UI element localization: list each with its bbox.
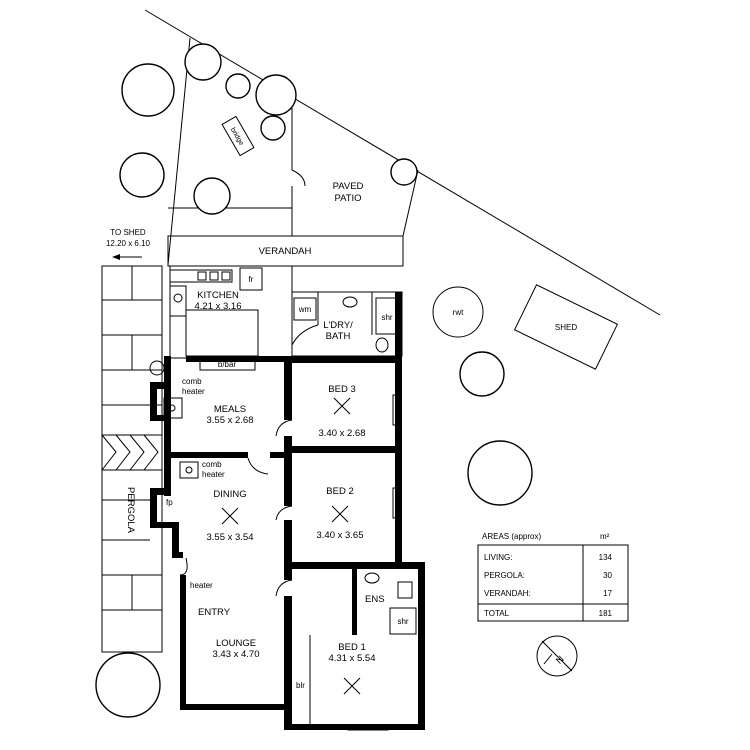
bridge-label: bridge bbox=[229, 127, 245, 147]
bed3-dims: 3.40 x 2.68 bbox=[318, 428, 365, 439]
arrow-left-icon bbox=[112, 254, 120, 260]
meals-name: MEALS bbox=[214, 404, 246, 415]
tree-icon bbox=[459, 351, 505, 397]
comb-heater-1-line1: comb bbox=[182, 377, 202, 386]
areas-row-label: VERANDAH: bbox=[484, 589, 531, 598]
areas-total-value: 181 bbox=[599, 609, 613, 618]
verandah: VERANDAH bbox=[167, 235, 404, 267]
shed: SHED bbox=[513, 284, 619, 370]
comb-heater-2-line1: comb bbox=[202, 460, 222, 469]
tree-icon bbox=[390, 158, 418, 186]
dining-dims: 3.55 x 3.54 bbox=[206, 532, 253, 543]
dining-name: DINING bbox=[213, 489, 246, 500]
ensuite-label: ENS bbox=[365, 594, 385, 605]
lounge-dims: 3.43 x 4.70 bbox=[212, 649, 259, 660]
pergola-label: PERGOLA bbox=[125, 487, 136, 534]
verandah-label: VERANDAH bbox=[259, 246, 312, 257]
house-walls bbox=[150, 265, 425, 731]
laundry-label-1: L'DRY/ bbox=[323, 320, 353, 331]
trees bbox=[95, 43, 533, 718]
laundry-label-2: BATH bbox=[326, 331, 351, 342]
compass-icon bbox=[536, 635, 578, 677]
bed2-dims: 3.40 x 3.65 bbox=[316, 530, 363, 541]
lounge-name: LOUNGE bbox=[216, 638, 256, 649]
comb-heater-1-line2: heater bbox=[182, 387, 205, 396]
areas-table: AREAS (approx) m² LIVING: 134 PERGOLA: 3… bbox=[477, 532, 629, 622]
tree-icon bbox=[119, 152, 165, 198]
bed-2: BED 2 3.40 x 3.65 bbox=[316, 486, 363, 541]
tree-icon bbox=[225, 73, 251, 99]
north-label: N bbox=[554, 654, 567, 667]
paved-patio: PAVED PATIO bbox=[291, 108, 403, 237]
ensuite: ENS shr bbox=[364, 572, 417, 635]
tree-icon bbox=[184, 43, 222, 81]
areas-row-value: 30 bbox=[603, 571, 612, 580]
ens-shr-label: shr bbox=[397, 617, 408, 626]
to-shed-note: TO SHED 12.20 x 6.10 bbox=[106, 228, 151, 260]
areas-row-label: PERGOLA: bbox=[484, 571, 525, 580]
areas-title: AREAS (approx) bbox=[482, 532, 541, 541]
compass: N bbox=[536, 635, 578, 677]
kitchen-fixtures: fr b/bar KITCHEN 4.21 x 3.16 bbox=[149, 267, 263, 376]
areas-total-label: TOTAL bbox=[484, 609, 510, 618]
bed-1: blr BED 1 4.31 x 5.54 bbox=[296, 635, 376, 724]
lounge-room: heater ENTRY LOUNGE 3.43 x 4.70 bbox=[182, 578, 260, 660]
bed-3: BED 3 3.40 x 2.68 bbox=[318, 384, 365, 439]
rwt-label: rwt bbox=[453, 308, 464, 317]
tree-icon bbox=[95, 652, 161, 718]
laundry-bath: wm shr L'DRY/ BATH bbox=[293, 296, 399, 353]
blr-label: blr bbox=[296, 681, 305, 690]
areas-unit: m² bbox=[600, 532, 610, 541]
entry-label: ENTRY bbox=[198, 607, 231, 618]
kitchen-name: KITCHEN bbox=[197, 290, 239, 301]
pergola: PERGOLA bbox=[101, 265, 163, 653]
bed1-dims: 4.31 x 5.54 bbox=[328, 653, 375, 664]
bed1-name: BED 1 bbox=[338, 642, 365, 653]
tree-icon bbox=[467, 440, 533, 506]
fp-label: fp bbox=[166, 498, 173, 507]
meals-room: comb heater MEALS 3.55 x 2.68 bbox=[163, 377, 254, 426]
bed3-name: BED 3 bbox=[328, 384, 355, 395]
meals-dims: 3.55 x 2.68 bbox=[206, 415, 253, 426]
patio-label-1: PAVED bbox=[333, 181, 364, 192]
to-shed-label-2: 12.20 x 6.10 bbox=[106, 239, 151, 248]
door-swings bbox=[179, 324, 319, 597]
to-shed-label-1: TO SHED bbox=[110, 228, 146, 237]
patio-label-2: PATIO bbox=[334, 193, 361, 204]
wm-label: wm bbox=[298, 305, 312, 314]
tree-icon bbox=[121, 63, 175, 117]
areas-row-value: 17 bbox=[603, 589, 612, 598]
comb-heater-2-line2: heater bbox=[202, 470, 225, 479]
bridge: bridge bbox=[221, 115, 255, 157]
areas-row-label: LIVING: bbox=[484, 553, 512, 562]
heater-label: heater bbox=[190, 581, 213, 590]
fridge-label: fr bbox=[249, 275, 254, 284]
bbar-label: b/bar bbox=[218, 360, 237, 369]
dining-room: comb heater fp DINING 3.55 x 3.54 bbox=[166, 460, 254, 543]
areas-row-value: 134 bbox=[599, 553, 613, 562]
tree-icon bbox=[193, 177, 231, 215]
shr-label: shr bbox=[381, 313, 392, 322]
tree-icon bbox=[255, 74, 297, 116]
kitchen-dims: 4.21 x 3.16 bbox=[194, 301, 241, 312]
shed-label: SHED bbox=[555, 323, 577, 332]
bed2-name: BED 2 bbox=[326, 486, 353, 497]
tree-icon bbox=[260, 115, 286, 141]
rainwater-tank: rwt bbox=[432, 286, 484, 338]
